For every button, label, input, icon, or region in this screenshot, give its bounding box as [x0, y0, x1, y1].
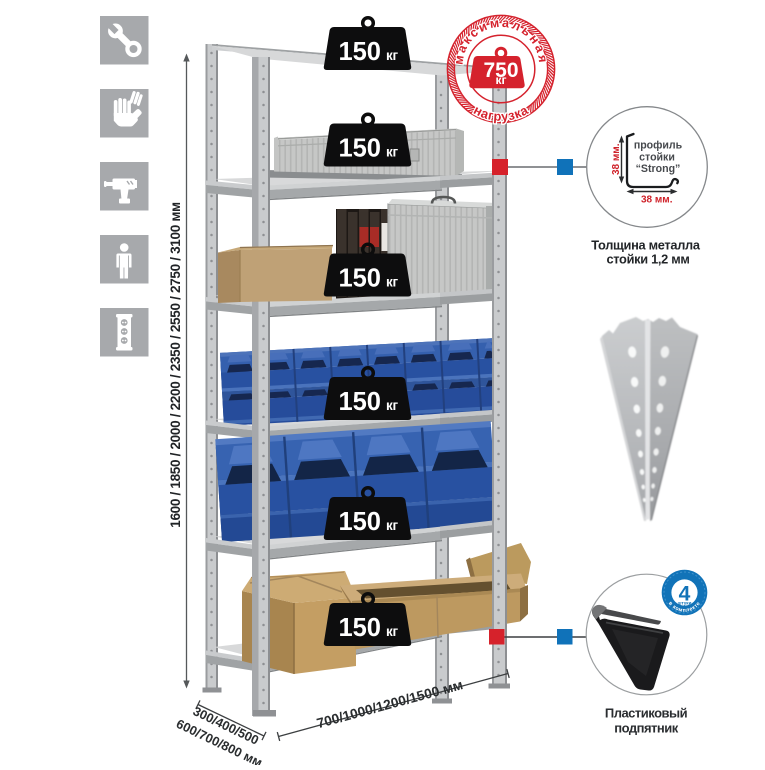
svg-text:стойки: стойки: [639, 152, 675, 164]
svg-text:150: 150: [338, 388, 381, 416]
svg-text:стойки 1,2 мм: стойки 1,2 мм: [606, 252, 689, 267]
svg-text:профиль: профиль: [634, 140, 683, 152]
svg-text:штуки: штуки: [678, 601, 692, 606]
svg-text:38 мм.: 38 мм.: [641, 195, 673, 206]
svg-text:“Strong”: “Strong”: [636, 163, 681, 175]
svg-text:кг: кг: [386, 275, 398, 290]
svg-text:кг: кг: [386, 48, 398, 63]
svg-text:Пластиковый: Пластиковый: [605, 706, 688, 721]
svg-text:150: 150: [338, 614, 381, 642]
svg-text:150: 150: [338, 265, 381, 293]
svg-text:кг: кг: [495, 73, 506, 87]
svg-text:Толщина металла: Толщина металла: [591, 238, 701, 253]
svg-text:150: 150: [338, 38, 381, 66]
svg-text:38 мм.: 38 мм.: [611, 143, 622, 175]
svg-text:кг: кг: [386, 518, 398, 533]
svg-text:150: 150: [338, 508, 381, 536]
svg-text:подпятник: подпятник: [614, 721, 679, 736]
svg-text:кг: кг: [386, 624, 398, 639]
svg-text:кг: кг: [386, 145, 398, 160]
svg-text:150: 150: [338, 135, 381, 163]
svg-text:кг: кг: [386, 398, 398, 413]
svg-text:1600 / 1850 / 2000 / 2200 / 23: 1600 / 1850 / 2000 / 2200 / 2350 / 2550 …: [168, 202, 183, 528]
